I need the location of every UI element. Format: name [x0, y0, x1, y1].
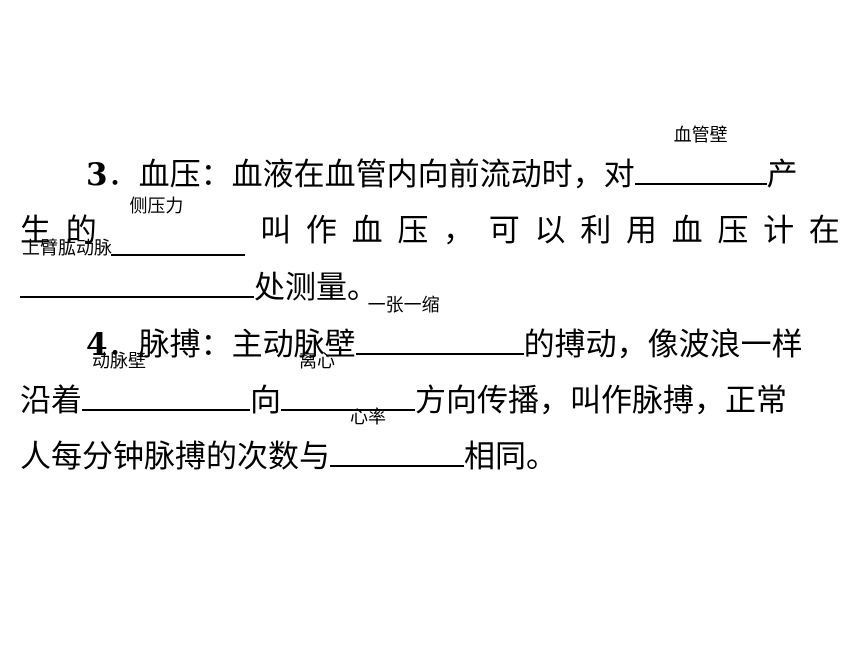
- q4-line2-end: 方向传播，叫作脉搏，正常: [415, 383, 787, 419]
- q3-line1-text: ．血压：血液在血管内向前流动时，对: [107, 157, 635, 193]
- q4-blank-3[interactable]: 离心: [281, 351, 415, 411]
- q4-blank-2[interactable]: 动脉壁: [82, 351, 250, 411]
- q3-answer-2: 侧压力: [129, 196, 184, 217]
- q3-blank-2[interactable]: 侧压力: [111, 196, 246, 256]
- q3-line2-char: 生: [20, 213, 51, 249]
- q4-line-2: 沿着动脉壁向离心方向传播，叫作脉搏，正常: [20, 351, 787, 426]
- q4-blank-4[interactable]: 心率: [330, 407, 464, 467]
- q3-line2-char: 在: [808, 213, 840, 249]
- q4-line1-end: 的搏动，像波浪一样: [523, 327, 803, 363]
- q3-line2-char: ，: [443, 213, 475, 249]
- q3-line-2: 生 的 侧压力 叫 作 血 压 ， 可 以 利 用 血 压 计 在: [20, 196, 840, 256]
- q4-blank-1[interactable]: 一张一缩: [355, 295, 524, 355]
- q3-line2-char: 压: [717, 213, 749, 249]
- q3-line2-char: 可: [488, 213, 520, 249]
- q4-number: 4: [86, 327, 108, 363]
- q3-line2-char: 计: [763, 213, 795, 249]
- q4-line3-end: 相同。: [464, 439, 557, 475]
- q4-answer-4: 心率: [350, 407, 386, 428]
- q3-line2-char: 压: [397, 213, 429, 249]
- q3-line2-char: 利: [580, 213, 612, 249]
- q3-answer-3: 上臂肱动脉: [22, 238, 112, 259]
- q3-blank-1[interactable]: 血管壁: [634, 125, 767, 185]
- q3-line2-char: 叫: [260, 213, 292, 249]
- q3-line3-text: 处测量。: [254, 270, 378, 306]
- q3-line2-char: 的: [65, 213, 97, 249]
- q3-line2-char: 用: [625, 213, 657, 249]
- q3-line2-char: 血: [671, 213, 703, 249]
- q3-line1-end: 产: [766, 157, 798, 193]
- q4-line2-start: 沿着: [20, 383, 82, 419]
- q4-answer-1: 一张一缩: [367, 295, 440, 316]
- q4-line-3: 人每分钟脉搏的次数与心率相同。: [20, 407, 557, 482]
- q4-answer-3: 离心: [299, 351, 335, 372]
- q4-line3-start: 人每分钟脉搏的次数与: [20, 439, 330, 475]
- q3-answer-1: 血管壁: [673, 125, 728, 146]
- q3-blank-3[interactable]: 上臂肱动脉: [20, 238, 254, 298]
- q3-number: 3: [86, 157, 108, 193]
- q3-line-1: 3．血压：血液在血管内向前流动时，对 血管壁产: [86, 125, 798, 200]
- q4-line-1: 4．脉搏：主动脉壁一张一缩的搏动，像波浪一样: [86, 295, 803, 370]
- q3-line2-char: 以: [534, 213, 566, 249]
- q4-line2-mid: 向: [250, 383, 281, 419]
- q3-line2-char: 血: [351, 213, 383, 249]
- q3-line-3: 上臂肱动脉处测量。: [20, 238, 378, 313]
- q4-answer-2: 动脉壁: [92, 351, 146, 372]
- q4-line1-text: ．脉搏：主动脉壁: [107, 327, 356, 363]
- q3-line2-char: 作: [305, 213, 337, 249]
